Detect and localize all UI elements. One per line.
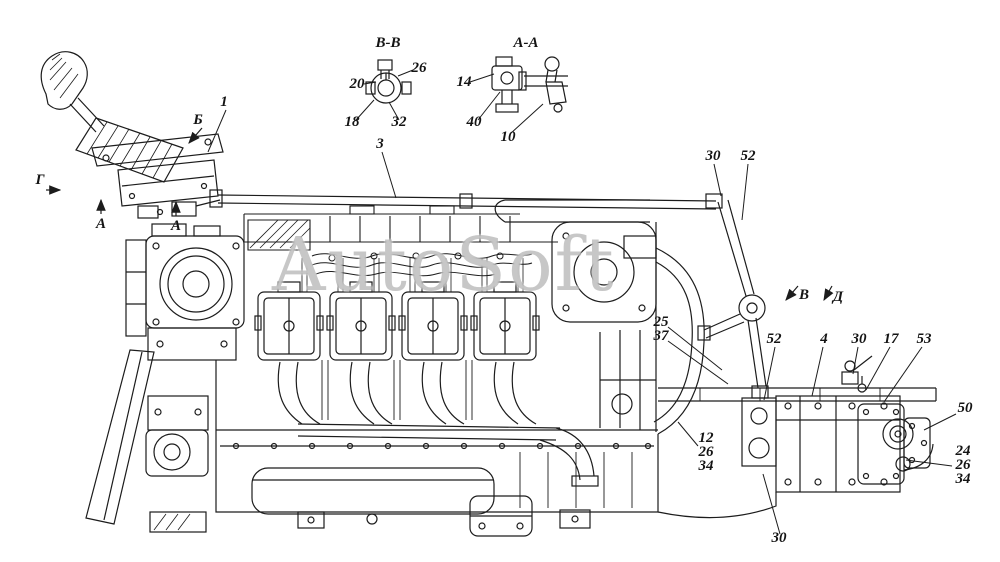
leader-lines	[207, 69, 957, 535]
callout-label: 10	[501, 129, 517, 145]
callout-label: 1	[220, 94, 228, 110]
section-label: А-А	[512, 35, 538, 51]
callout-label: 34	[698, 458, 715, 474]
section-label: Г	[34, 172, 45, 188]
bottom-brackets	[297, 495, 591, 537]
callout-label: 32	[391, 114, 408, 130]
callout-label: 17	[884, 331, 900, 347]
rocker-lever	[697, 199, 769, 399]
fuel-lines	[301, 252, 533, 292]
valve-covers	[254, 281, 540, 361]
section-label: А	[95, 216, 106, 232]
callout-label: 24	[955, 443, 972, 459]
callout-label: 34	[955, 471, 972, 487]
gearbox-assembly	[657, 355, 934, 519]
section-label: В-В	[374, 35, 400, 51]
callout-label: 37	[653, 328, 670, 344]
callout-label: 25	[653, 314, 670, 330]
section-label: Д	[831, 289, 844, 305]
callout-label: 20	[349, 76, 366, 92]
callout-label: 52	[741, 148, 757, 164]
section-label: Б	[192, 112, 203, 128]
callout-label: 40	[466, 114, 483, 130]
section-label: А	[170, 218, 181, 234]
crankcase-oil-pan	[215, 360, 659, 525]
callout-label: 30	[705, 148, 722, 164]
callout-label: 14	[457, 74, 473, 90]
callout-label: 50	[958, 400, 974, 416]
exhaust-manifold	[277, 360, 599, 487]
frame-rail	[658, 387, 937, 402]
callout-label: 53	[917, 331, 933, 347]
callout-label: 30	[771, 530, 788, 546]
bell-housing	[599, 222, 705, 435]
callout-label: 12	[699, 430, 715, 446]
callout-label: 26	[955, 457, 972, 473]
gear-lever-assembly	[40, 51, 224, 219]
callout-label: 52	[767, 331, 783, 347]
callout-label: 18	[345, 114, 361, 130]
intake-duct-shroud	[494, 199, 657, 323]
callout-label: 26	[411, 60, 428, 76]
callout-numbers: 1 20 26 18 32 14 40 10 3 30 52 25 37 52 …	[220, 60, 973, 546]
section-label: В	[798, 287, 809, 303]
control-rod	[209, 189, 723, 210]
view-direction-arrows	[46, 127, 834, 302]
callout-label: 26	[698, 444, 715, 460]
engine-front-housing	[125, 223, 245, 361]
section-view-aa	[491, 56, 568, 113]
callout-label: 3	[375, 136, 384, 152]
callout-label: 4	[819, 331, 828, 347]
section-view-bb	[365, 59, 412, 104]
section-labels: В-В А-А Б Г А А В Д	[34, 35, 843, 305]
cylinder-head-top	[243, 205, 558, 251]
left-mounts	[85, 349, 209, 533]
callout-label: 30	[851, 331, 868, 347]
